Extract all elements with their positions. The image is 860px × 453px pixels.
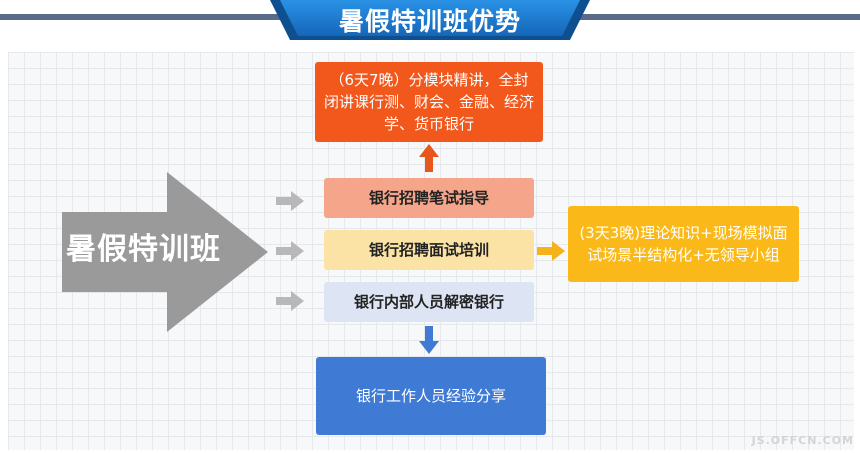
arrow-right-gray-icon	[276, 241, 304, 261]
module-box-written-guidance: 银行招聘笔试指导	[324, 178, 534, 218]
arrow-down-blue-icon	[419, 326, 439, 354]
arrow-right-yellow-icon	[537, 241, 565, 261]
module-box-experience-sharing: 银行工作人员经验分享	[316, 357, 546, 435]
module-box-interview-simulation: (3天3晚)理论知识+现场模拟面试场景半结构化+无领导小组	[568, 206, 799, 282]
module-text-closed-lectures: （6天7晚）分模块精讲，全封闭讲课行测、财会、金融、经济学、货币银行	[323, 71, 534, 133]
main-arrow-shape	[62, 172, 268, 332]
module-box-closed-lectures: （6天7晚）分模块精讲，全封闭讲课行测、财会、金融、经济学、货币银行	[315, 62, 543, 142]
arrow-up-orange-icon	[419, 144, 439, 172]
page-title: 暑假特训班优势	[338, 7, 521, 36]
module-text-interview-training: 银行招聘面试培训	[368, 241, 489, 259]
module-text-written-guidance: 银行招聘笔试指导	[368, 189, 489, 207]
module-text-experience-sharing: 银行工作人员经验分享	[355, 387, 506, 405]
watermark: JS.OFFCN.COM	[751, 434, 854, 447]
arrow-right-gray-icon	[276, 191, 304, 211]
module-text-interview-simulation: (3天3晚)理论知识+现场模拟面试场景半结构化+无领导小组	[579, 224, 788, 264]
arrow-right-gray-icon	[276, 291, 304, 311]
header-line-right	[560, 14, 860, 20]
main-arrow-label: 暑假特训班	[66, 232, 221, 267]
header-banner-shape	[270, 0, 590, 40]
module-box-insider-bank: 银行内部人员解密银行	[324, 282, 534, 322]
header-banner: 暑假特训班优势	[270, 0, 590, 40]
module-text-insider-bank: 银行内部人员解密银行	[353, 293, 504, 311]
header-line-left	[0, 14, 300, 20]
module-box-interview-training: 银行招聘面试培训	[324, 230, 534, 270]
